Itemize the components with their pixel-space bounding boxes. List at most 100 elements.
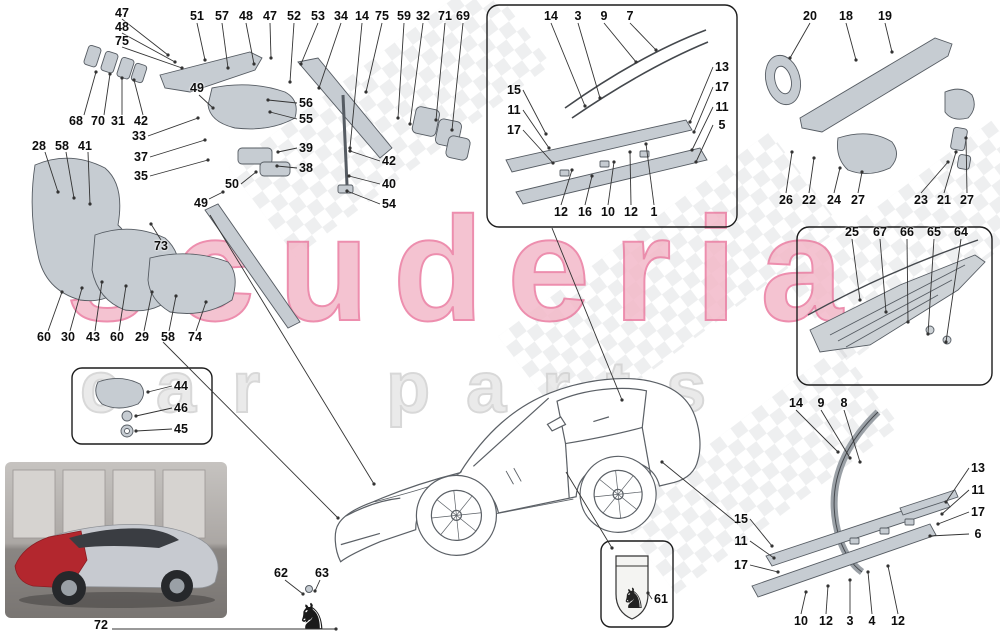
- svg-text:♞: ♞: [621, 582, 646, 615]
- callout-1: 1: [650, 204, 658, 219]
- callout-9: 9: [600, 8, 608, 23]
- callout-64: 64: [954, 224, 968, 239]
- callout-11: 11: [715, 99, 729, 114]
- callout-11: 11: [734, 533, 748, 548]
- callout-56: 56: [299, 95, 313, 110]
- callout-4: 4: [868, 613, 876, 628]
- callout-30: 30: [61, 329, 75, 344]
- callout-48: 48: [115, 19, 129, 34]
- callout-55: 55: [299, 111, 313, 126]
- callout-74: 74: [188, 329, 202, 344]
- callout-54: 54: [382, 196, 396, 211]
- callout-32: 32: [416, 8, 430, 23]
- rear-sill-and-seal-parts: [751, 409, 959, 598]
- callout-61: 61: [654, 591, 668, 606]
- callout-60: 60: [37, 329, 51, 344]
- callout-12: 12: [624, 204, 638, 219]
- sill-covers-inset-box: [486, 4, 738, 228]
- sill-cover-parts: [505, 29, 709, 205]
- callout-49: 49: [190, 80, 204, 95]
- callout-14: 14: [789, 395, 803, 410]
- callout-10: 10: [794, 613, 808, 628]
- callout-12: 12: [891, 613, 905, 628]
- car-photo: [5, 462, 227, 618]
- callout-66: 66: [900, 224, 914, 239]
- callout-68: 68: [69, 113, 83, 128]
- callout-51: 51: [190, 8, 204, 23]
- callout-43: 43: [86, 329, 100, 344]
- callout-39: 39: [299, 140, 313, 155]
- callout-19: 19: [878, 8, 892, 23]
- car-photo-graphic: [12, 469, 219, 608]
- a-pillar-trim-parts: [764, 37, 975, 174]
- callout-9: 9: [817, 395, 825, 410]
- callout-34: 34: [334, 8, 348, 23]
- callout-50: 50: [225, 176, 239, 191]
- callout-25: 25: [845, 224, 859, 239]
- callout-75: 75: [375, 8, 389, 23]
- callout-29: 29: [135, 329, 149, 344]
- shield-badge-inset-box: [600, 540, 674, 628]
- callout-73: 73: [154, 238, 168, 253]
- callout-11: 11: [507, 102, 521, 117]
- inset-panel-frames: [71, 4, 993, 628]
- callout-12: 12: [819, 613, 833, 628]
- prancing-horse-badge: ♞: [296, 585, 328, 634]
- rear-diffuser-parts: [807, 239, 986, 353]
- callout-17: 17: [715, 79, 729, 94]
- callout-38: 38: [299, 160, 313, 175]
- callout-13: 13: [971, 460, 985, 475]
- callout-60: 60: [110, 329, 124, 344]
- callout-63: 63: [315, 565, 329, 580]
- callout-58: 58: [55, 138, 69, 153]
- callout-47: 47: [263, 8, 277, 23]
- callout-75: 75: [115, 33, 129, 48]
- callout-6: 6: [974, 526, 982, 541]
- callout-5: 5: [718, 117, 726, 132]
- callout-10: 10: [601, 204, 615, 219]
- callout-15: 15: [507, 82, 521, 97]
- callout-12: 12: [554, 204, 568, 219]
- callout-59: 59: [397, 8, 411, 23]
- callout-65: 65: [927, 224, 941, 239]
- callout-23: 23: [914, 192, 928, 207]
- callout-62: 62: [274, 565, 288, 580]
- callout-57: 57: [215, 8, 229, 23]
- callout-15: 15: [734, 511, 748, 526]
- callout-40: 40: [382, 176, 396, 191]
- callout-31: 31: [111, 113, 125, 128]
- callout-22: 22: [802, 192, 816, 207]
- svg-text:♞: ♞: [296, 597, 328, 634]
- callout-27: 27: [851, 192, 865, 207]
- callout-35: 35: [134, 168, 148, 183]
- callout-26: 26: [779, 192, 793, 207]
- callout-14: 14: [544, 8, 558, 23]
- car-outline-drawing: [334, 378, 701, 563]
- callout-48: 48: [239, 8, 253, 23]
- callout-17: 17: [507, 122, 521, 137]
- callout-7: 7: [626, 8, 634, 23]
- callout-52: 52: [287, 8, 301, 23]
- callout-69: 69: [456, 8, 470, 23]
- callout-72: 72: [94, 617, 108, 632]
- leader-lines: [44, 18, 970, 631]
- callout-42: 42: [134, 113, 148, 128]
- ferrari-shield-icon: ♞: [615, 555, 649, 620]
- callout-42: 42: [382, 153, 396, 168]
- callout-70: 70: [91, 113, 105, 128]
- callout-16: 16: [578, 204, 592, 219]
- callout-20: 20: [803, 8, 817, 23]
- callout-14: 14: [355, 8, 369, 23]
- callout-27: 27: [960, 192, 974, 207]
- callout-17: 17: [734, 557, 748, 572]
- callout-67: 67: [873, 224, 887, 239]
- bracket-parts: [95, 378, 144, 438]
- callout-24: 24: [827, 192, 841, 207]
- underbody-shield-parts: [31, 44, 471, 329]
- rear-diffuser-inset-box: [796, 226, 993, 386]
- callout-21: 21: [937, 192, 951, 207]
- callout-71: 71: [438, 8, 452, 23]
